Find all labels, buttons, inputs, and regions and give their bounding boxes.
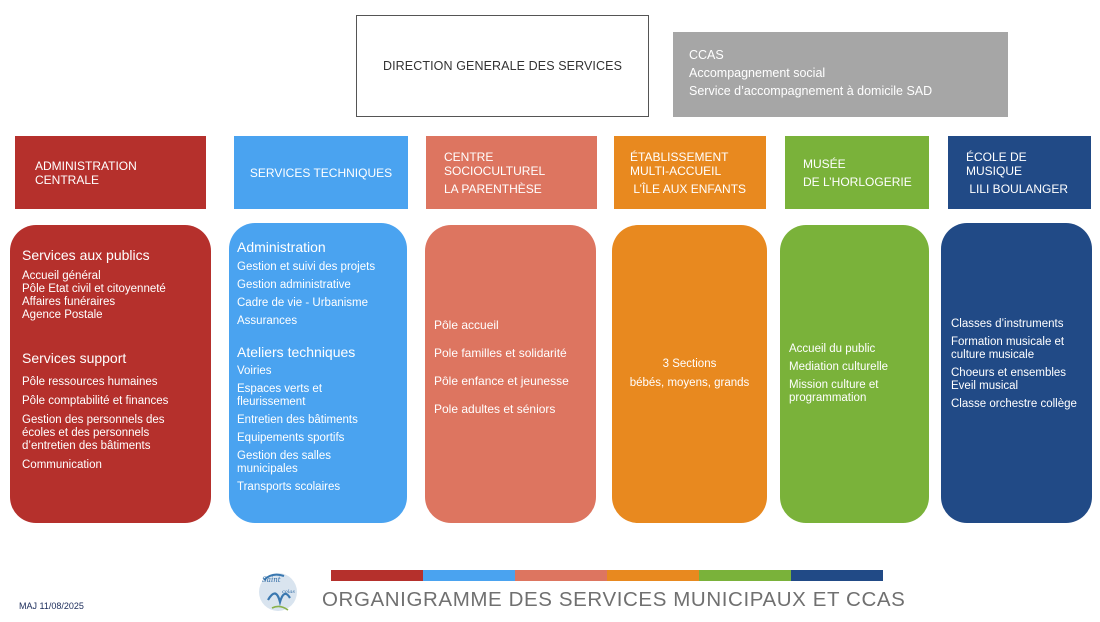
header-line: ADMINISTRATION	[35, 158, 137, 173]
list-item: Pôle comptabilité et finances	[22, 395, 169, 407]
section-title: Administration	[237, 239, 326, 255]
direction-generale-box: DIRECTION GENERALE DES SERVICES	[356, 15, 649, 117]
header-line: SOCIOCULTUREL	[444, 163, 546, 178]
card-ecole-musique: Classes d’instruments Formation musicale…	[941, 223, 1092, 523]
list-item: Pole familles et solidarité	[434, 346, 567, 360]
card-administration-centrale: Services aux publics Accueil général Pôl…	[10, 225, 211, 523]
list-item: municipales	[237, 463, 298, 475]
list-item: Gestion des personnels des	[22, 414, 165, 426]
header-ecole-musique: ÉCOLE DE MUSIQUE LILI BOULANGER	[948, 136, 1091, 209]
card-centre-socioculturel: Pôle accueil Pole familles et solidarité…	[425, 225, 596, 523]
list-item: Assurances	[237, 315, 298, 327]
header-services-techniques: SERVICES TECHNIQUES	[234, 136, 408, 209]
header-line: L’ÎLE AUX ENFANTS	[630, 181, 747, 196]
header-multi-accueil: ÉTABLISSEMENT MULTI-ACCUEIL L’ÎLE AUX EN…	[614, 136, 766, 209]
list-item: Pôle ressources humaines	[22, 376, 158, 388]
list-item: d’entretien des bâtiments	[22, 440, 151, 452]
list-item: Affaires funéraires	[22, 296, 116, 308]
card-services-techniques: Administration Gestion et suivi des proj…	[229, 223, 407, 523]
list-item: Voiries	[237, 365, 272, 377]
svg-text:Saint: Saint	[262, 576, 281, 584]
header-musee-horlogerie: MUSÉE DE L’HORLOGERIE	[785, 136, 929, 209]
list-item: fleurissement	[237, 396, 306, 408]
color-band-segment	[699, 570, 791, 581]
header-line: ÉCOLE DE	[966, 149, 1027, 164]
list-item: 3 Sections	[662, 358, 717, 370]
list-item: Gestion administrative	[237, 279, 351, 291]
header-centre-socioculturel: CENTRE SOCIOCULTUREL LA PARENTHÈSE	[426, 136, 597, 209]
color-band-segment	[331, 570, 423, 581]
list-item: Pôle Etat civil et citoyenneté	[22, 283, 166, 295]
page-title: ORGANIGRAMME DES SERVICES MUNICIPAUX ET …	[322, 588, 906, 611]
ccas-title: CCAS	[689, 48, 724, 62]
update-date: MAJ 11/08/2025	[19, 601, 84, 611]
header-line: MULTI-ACCUEIL	[630, 163, 722, 178]
ccas-item: Accompagnement social	[689, 66, 826, 80]
section-title: Services aux publics	[22, 247, 150, 263]
list-item: Mission culture et	[789, 379, 879, 391]
list-item: bébés, moyens, grands	[629, 377, 750, 389]
list-item: Agence Postale	[22, 309, 103, 321]
color-band	[331, 570, 883, 581]
header-line: DE L’HORLOGERIE	[803, 174, 912, 189]
list-item: Pôle enfance et jeunesse	[434, 374, 569, 388]
header-line: ÉTABLISSEMENT	[630, 149, 729, 164]
header-line: MUSIQUE	[966, 163, 1023, 178]
card-multi-accueil: 3 Sections bébés, moyens, grands	[612, 225, 767, 523]
header-administration-centrale: ADMINISTRATION CENTRALE	[15, 136, 206, 209]
header-line: LILI BOULANGER	[966, 181, 1069, 196]
list-item: Entretien des bâtiments	[237, 414, 358, 426]
list-item: Pôle accueil	[434, 318, 499, 332]
list-item: Equipements sportifs	[237, 432, 345, 444]
list-item: culture musicale	[951, 349, 1035, 361]
list-item: Formation musicale et	[951, 336, 1065, 348]
list-item: Pole adultes et séniors	[434, 402, 556, 416]
list-item: Espaces verts et	[237, 383, 323, 395]
color-band-segment	[607, 570, 699, 581]
list-item: programmation	[789, 392, 867, 404]
svg-text:colas: colas	[282, 589, 295, 595]
header-line: MUSÉE	[803, 156, 846, 171]
list-item: Accueil du public	[789, 343, 876, 355]
list-item: Mediation culturelle	[789, 361, 889, 373]
town-logo-icon: Saint colas	[259, 573, 297, 611]
color-band-segment	[515, 570, 607, 581]
list-item: Gestion et suivi des projets	[237, 261, 376, 273]
list-item: Classe orchestre collège	[951, 398, 1077, 410]
header-line: LA PARENTHÈSE	[444, 181, 542, 196]
ccas-box: CCAS Accompagnement social Service d’acc…	[673, 32, 1008, 117]
list-item: Accueil général	[22, 270, 101, 282]
header-line: CENTRE	[444, 149, 494, 164]
list-item: Communication	[22, 459, 102, 471]
direction-generale-label: DIRECTION GENERALE DES SERVICES	[382, 59, 623, 73]
header-line: SERVICES TECHNIQUES	[249, 165, 393, 180]
section-title: Services support	[22, 350, 127, 366]
list-item: Transports scolaires	[237, 481, 341, 493]
card-musee-horlogerie: Accueil du public Mediation culturelle M…	[780, 225, 929, 523]
list-item: écoles et des personnels	[22, 427, 150, 439]
color-band-segment	[791, 570, 883, 581]
list-item: Classes d’instruments	[951, 318, 1064, 330]
header-line: CENTRALE	[35, 172, 100, 187]
list-item: Cadre de vie - Urbanisme	[237, 297, 369, 309]
list-item: Gestion des salles	[237, 450, 331, 462]
list-item: Choeurs et ensembles	[951, 367, 1067, 379]
section-title: Ateliers techniques	[237, 344, 356, 360]
color-band-segment	[423, 570, 515, 581]
ccas-item: Service d’accompagnement à domicile SAD	[689, 84, 933, 98]
list-item: Eveil musical	[951, 380, 1019, 392]
